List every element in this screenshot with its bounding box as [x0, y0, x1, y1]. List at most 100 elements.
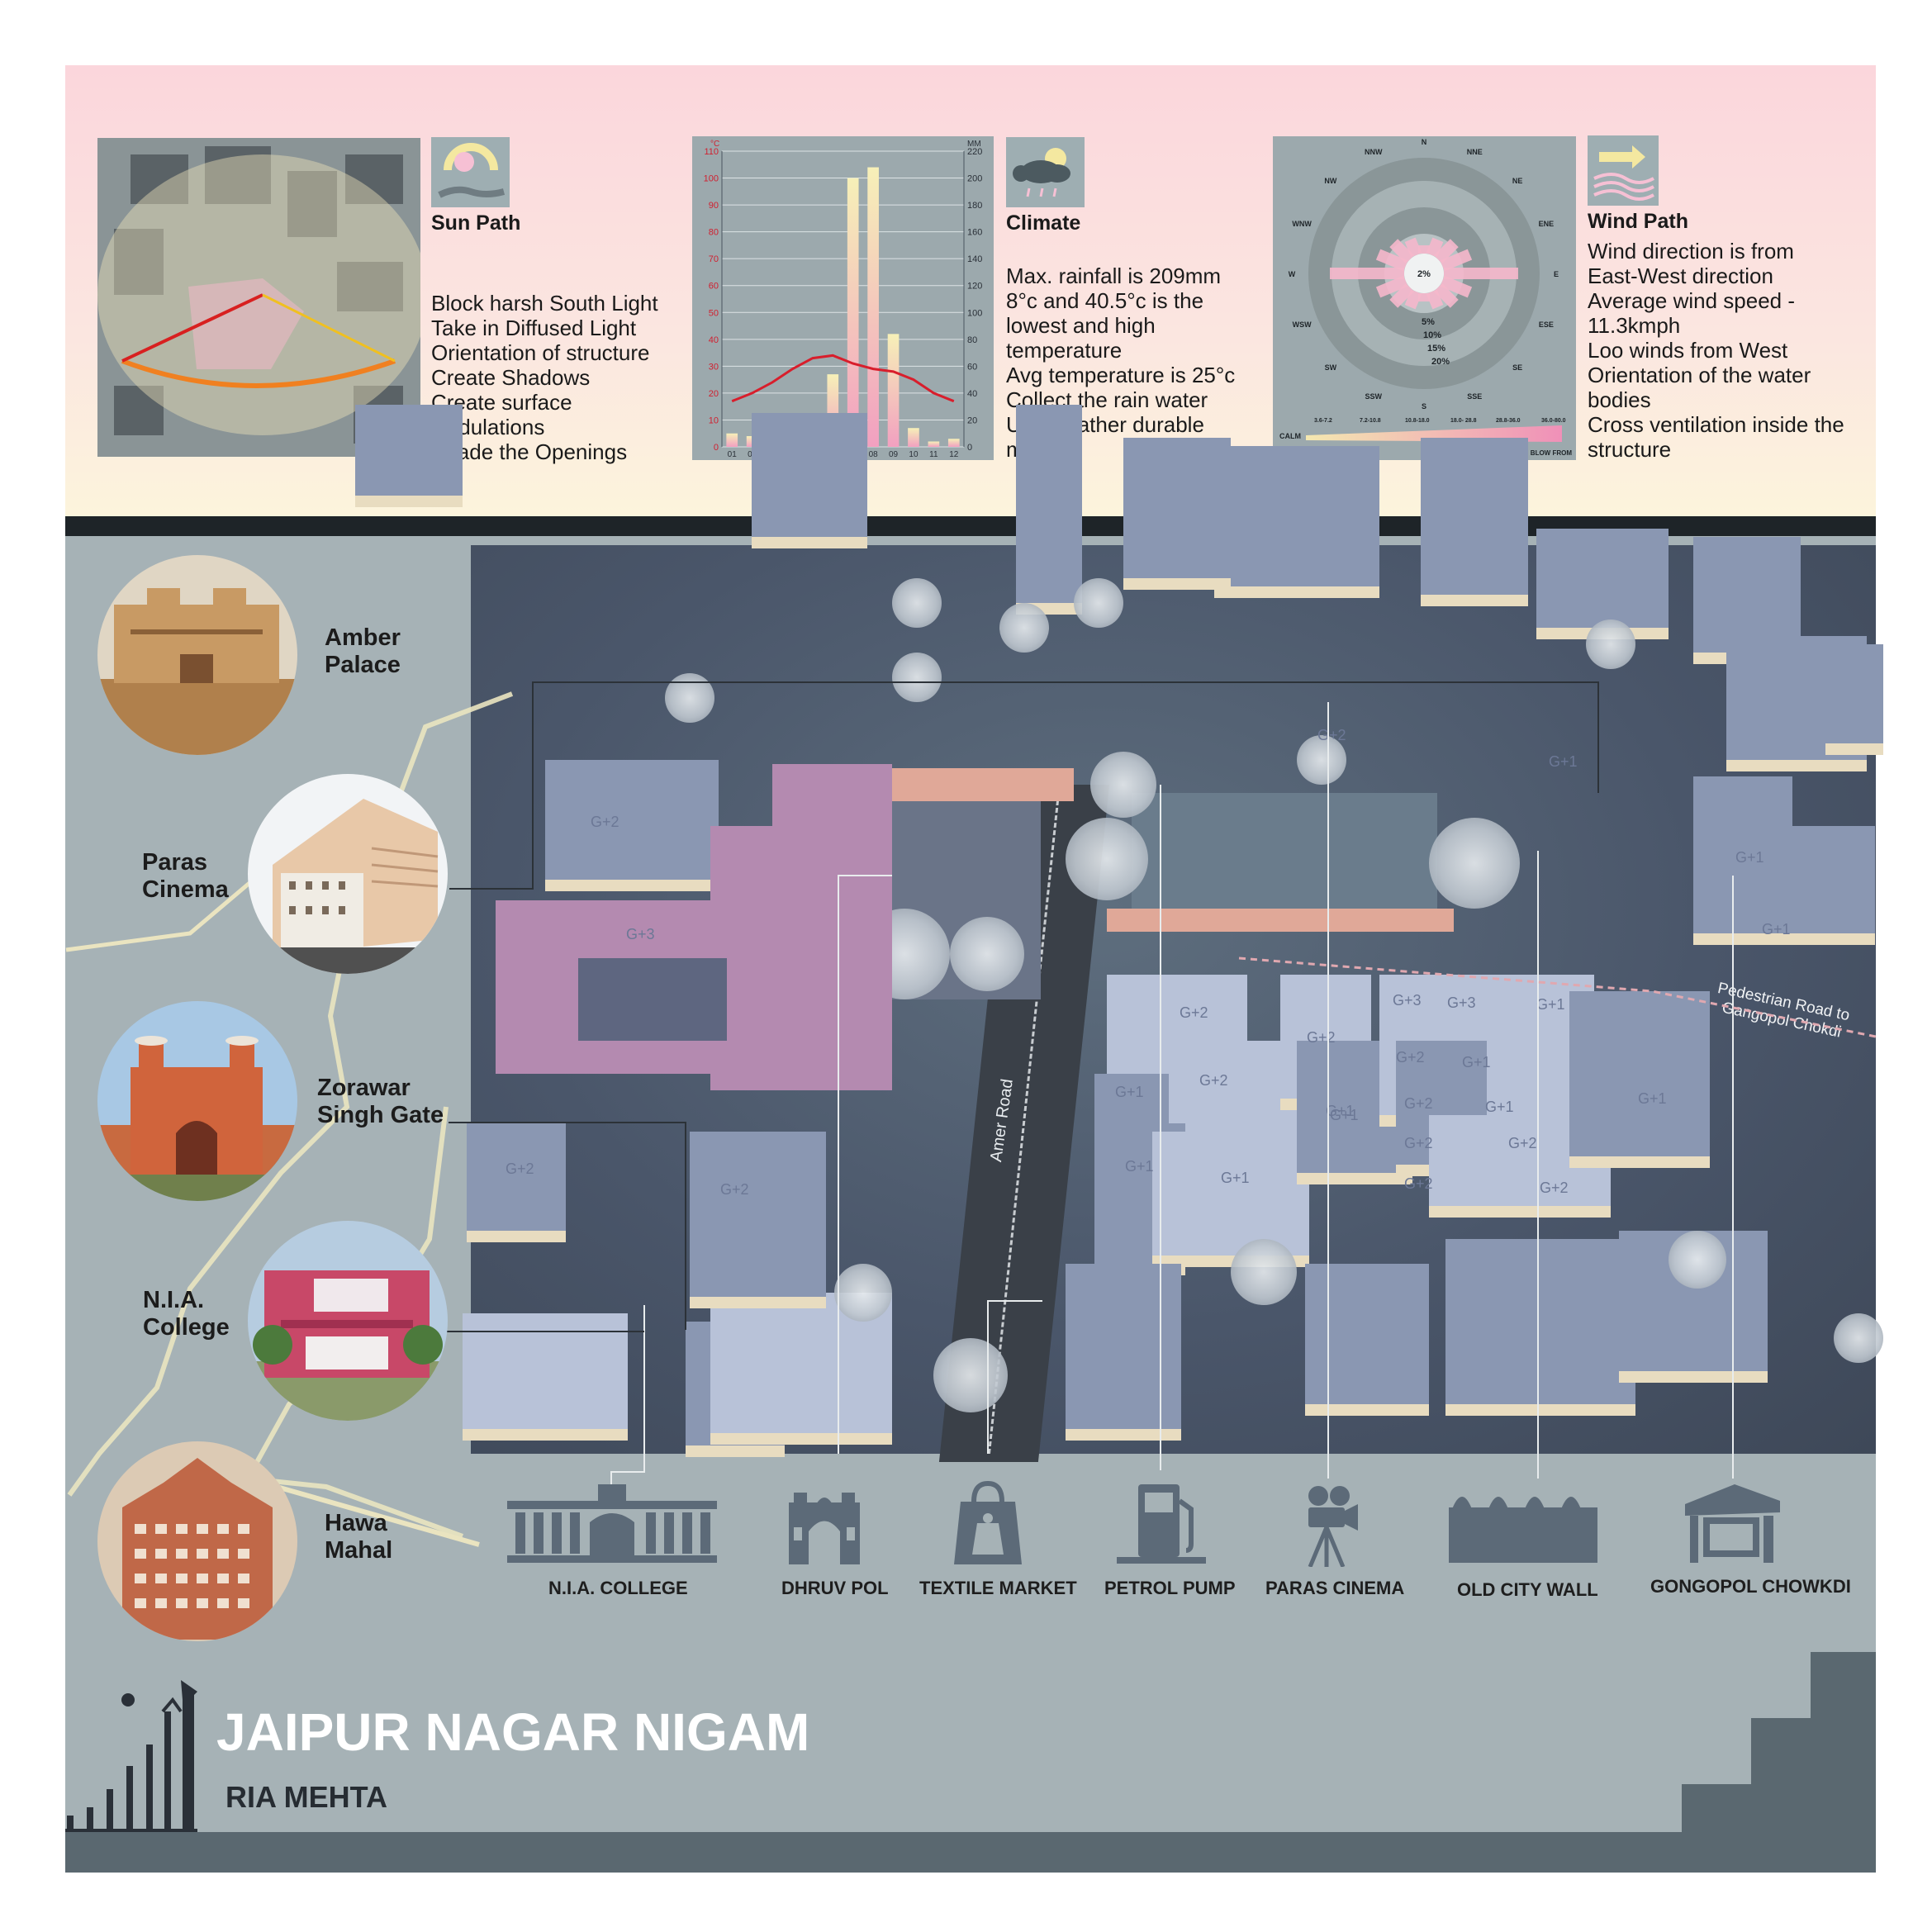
- legend-label-dhruv-pol: DHRUV POL: [781, 1578, 889, 1598]
- building-floor-label: G+1: [1485, 1099, 1514, 1115]
- wind-speed-scale-label: 7.2-10.8: [1360, 418, 1381, 424]
- aerial-site-view: [355, 405, 1883, 1462]
- chart-right-tick-label: 60: [967, 362, 977, 372]
- building: [1445, 1239, 1635, 1404]
- climate-title: Climate: [1006, 211, 1081, 235]
- wind-petal: [1375, 249, 1408, 272]
- sun-path-title: Sun Path: [431, 211, 521, 235]
- rainfall-bar: [947, 439, 960, 447]
- chart-right-tick-label: 220: [967, 147, 982, 157]
- building: [467, 1123, 566, 1231]
- chart-right-unit: MM: [967, 140, 981, 149]
- wind-direction-label: E: [1554, 270, 1559, 278]
- tree: [1231, 1239, 1297, 1305]
- building-floor-label: G+2: [506, 1161, 534, 1177]
- building: [1569, 991, 1710, 1156]
- building: [1016, 405, 1082, 603]
- wind-petal: [1389, 239, 1414, 263]
- stair-step: [1682, 1784, 1876, 1832]
- building-floor-label: G+3: [626, 926, 655, 942]
- wind-direction-label: NNW: [1365, 148, 1383, 156]
- building: [752, 413, 867, 537]
- building: [1421, 438, 1528, 595]
- rainfall-bar: [847, 178, 859, 447]
- tree: [999, 603, 1049, 653]
- building: [1693, 776, 1792, 933]
- tree: [1297, 735, 1346, 785]
- chart-left-tick-label: 20: [709, 389, 719, 399]
- wind-petal: [1404, 289, 1422, 310]
- wind-rose-svg: NNNENEENEEESESESSESSSWSWWSWWWNWNWNNW2%5%…: [1279, 138, 1573, 457]
- chart-right-tick-label: 140: [967, 254, 982, 264]
- building: [1305, 1264, 1429, 1404]
- building-floor-label: G+2: [1180, 1004, 1208, 1021]
- chart-left-tick-label: 100: [704, 174, 719, 184]
- hawa-mahal-photo: [97, 1441, 297, 1641]
- wind-direction-label: SE: [1512, 363, 1522, 372]
- zorawar-singh-gate-photo: [97, 1001, 297, 1201]
- wind-speed-scale-label: 36.0-80.0: [1541, 418, 1566, 424]
- building: [355, 405, 463, 496]
- chart-left-tick-label: 30: [709, 362, 719, 372]
- wind-speed-scale-label: 10.8-18.0: [1405, 418, 1430, 424]
- building-floor-label: G+2: [1404, 1095, 1433, 1112]
- chart-right-tick-label: 100: [967, 308, 982, 318]
- building-floor-label: G+1: [1221, 1170, 1250, 1186]
- building-floor-label: G+2: [1199, 1072, 1228, 1089]
- chart-left-tick-label: 90: [709, 201, 719, 211]
- building: [1152, 1132, 1309, 1256]
- building-floor-label: G+2: [1404, 1175, 1433, 1192]
- project-title: JAIPUR NAGAR NIGAM: [216, 1702, 810, 1762]
- wind-path-title: Wind Path: [1588, 210, 1688, 233]
- building-floor-label: G+1: [1536, 996, 1565, 1013]
- building-floor-label: G+2: [1317, 727, 1346, 743]
- legend-label-textile-market: TEXTILE MARKET: [919, 1578, 1077, 1598]
- wind-direction-label: SSW: [1365, 392, 1383, 401]
- wind-ring-label: 5%: [1422, 317, 1435, 327]
- chowkdi-shop-icon: [1685, 1484, 1780, 1563]
- footer-bar: [65, 1832, 1876, 1873]
- chart-left-tick-label: 0: [714, 443, 719, 453]
- wind-direction-label: W: [1289, 270, 1296, 278]
- wind-petal: [1440, 249, 1473, 272]
- direction-note: DIRECTION BLOW FROM: [1493, 449, 1573, 457]
- chart-left-tick-label: 80: [709, 228, 719, 238]
- petrol-pump-icon: [1117, 1484, 1206, 1564]
- wind-petal: [1426, 237, 1444, 258]
- building: [1066, 1264, 1181, 1429]
- chart-left-tick-label: 70: [709, 254, 719, 264]
- wind-ring-label: 15%: [1427, 344, 1445, 354]
- building-floor-label: G+1: [1549, 753, 1578, 770]
- wind-speed-scale-label: 3.6-7.2: [1314, 418, 1332, 424]
- wind-ring-label: 10%: [1423, 330, 1441, 340]
- author-name: RIA MEHTA: [225, 1780, 387, 1814]
- wind-direction-label: WSW: [1293, 320, 1312, 329]
- temperature-line: [731, 354, 955, 403]
- tree: [1586, 619, 1635, 669]
- chart-month-label: 10: [909, 450, 919, 459]
- chart-month-label: 09: [889, 450, 899, 459]
- sun-path-diagram: [97, 138, 420, 457]
- building-floor-label: G+1: [1115, 1084, 1144, 1100]
- tree: [892, 653, 942, 702]
- wind-speed-scale-label: 18.0- 28.8: [1450, 418, 1477, 424]
- dhruv-pol-gate-icon: [789, 1493, 860, 1564]
- wind-direction-label: SW: [1325, 363, 1337, 372]
- wind-direction-label: ENE: [1539, 220, 1555, 228]
- building-floor-label: G+2: [1404, 1135, 1433, 1151]
- building: [1825, 644, 1883, 743]
- college-icon: [507, 1484, 717, 1563]
- wind-direction-label: WNW: [1292, 220, 1312, 228]
- building: [1693, 537, 1801, 653]
- wind-direction-label: NNE: [1467, 148, 1483, 156]
- building-floor-label: G+2: [591, 814, 619, 830]
- building-floor-label: G+1: [1735, 849, 1764, 866]
- building-floor-label: G+2: [1540, 1180, 1569, 1196]
- rainfall-bar: [867, 167, 879, 447]
- legend-label-paras-cinema: PARAS CINEMA: [1265, 1578, 1405, 1598]
